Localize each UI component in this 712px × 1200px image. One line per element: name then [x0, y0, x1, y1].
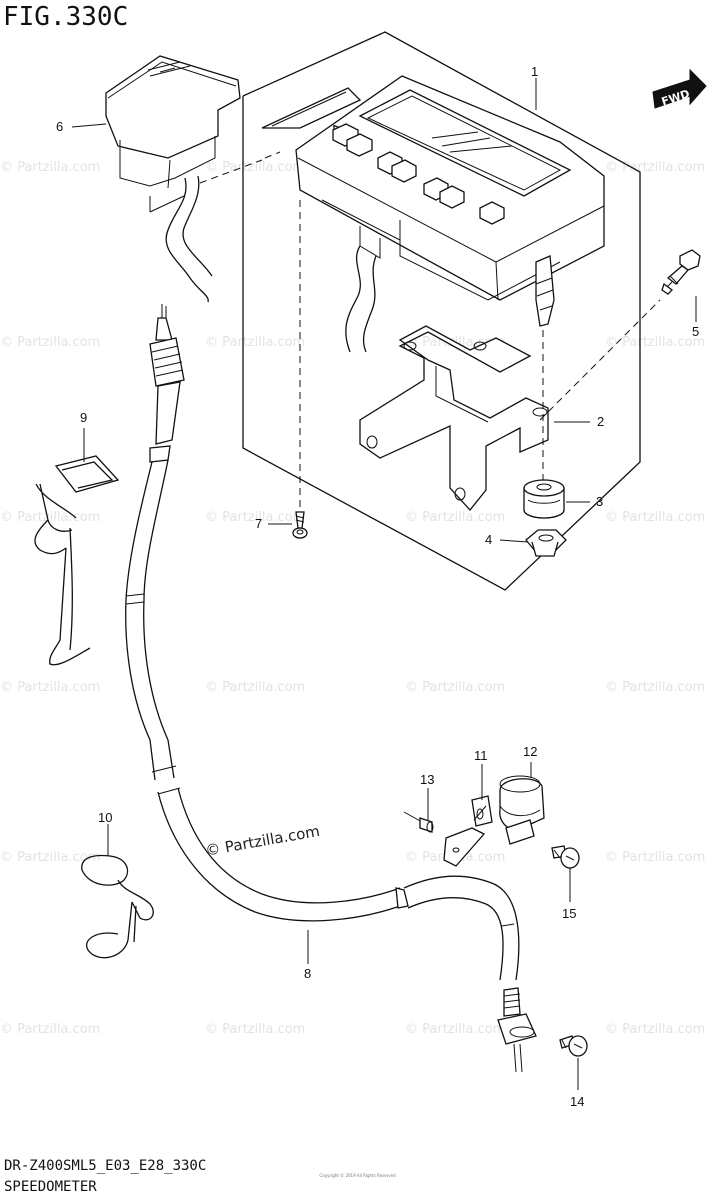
bolt-part-5 [661, 249, 701, 295]
wire-clamp-part-9 [34, 455, 120, 666]
cover-part-6 [105, 55, 281, 303]
callout-6: 6 [56, 119, 64, 134]
copyright-notice: Copyright © 2019 All Rights Reserved [319, 1173, 396, 1178]
watermark-text: © Partzilla.com [0, 1022, 101, 1037]
section-name-label: SPEEDOMETER [4, 1179, 97, 1195]
speedometer-part-1 [261, 75, 605, 353]
watermark-text: © Partzilla.com [0, 680, 101, 695]
bracket-part-11 [443, 795, 493, 867]
callout-11: 11 [474, 748, 488, 763]
leader-lines [71, 78, 697, 1090]
watermark-text: © Partzilla.com [405, 1022, 506, 1037]
assembly-guide-lines [299, 200, 661, 512]
callout-12: 12 [523, 744, 538, 759]
watermark-text: © Partzilla.com [205, 1022, 306, 1037]
watermark-text: © Partzilla.com [0, 510, 101, 525]
watermark-text: © Partzilla.com [605, 850, 706, 865]
callout-3: 3 [596, 494, 604, 509]
speedometer-cable-part-8 [125, 304, 537, 1073]
callout-1: 1 [531, 64, 539, 79]
watermark-text: © Partzilla.com [605, 510, 706, 525]
callout-9: 9 [80, 410, 88, 425]
watermark-text: © Partzilla.com [405, 680, 506, 695]
watermark-text: © Partzilla.com [605, 680, 706, 695]
screw-part-14 [559, 1035, 588, 1057]
watermark-text: © Partzilla.com [0, 850, 101, 865]
model-code-label: DR-Z400SML5_E03_E28_330C [4, 1158, 207, 1174]
callout-13: 13 [420, 772, 435, 787]
watermark-text: © Partzilla.com [0, 160, 101, 175]
callout-8: 8 [304, 966, 312, 981]
callout-7: 7 [255, 516, 263, 531]
clamp-part-12 [499, 775, 545, 845]
callout-5: 5 [692, 324, 700, 339]
clamp-part-10 [81, 854, 154, 959]
watermark-text: © Partzilla.com [205, 680, 306, 695]
nut-part-4 [525, 529, 567, 557]
pin-part-13 [403, 811, 434, 833]
watermark-text: © Partzilla.com [205, 160, 306, 175]
assembly-box-outline [242, 31, 641, 591]
watermark-text: © Partzilla.com [605, 160, 706, 175]
watermark-text: © Partzilla.com [405, 510, 506, 525]
callout-2: 2 [597, 414, 605, 429]
callout-15: 15 [562, 906, 577, 921]
watermark-text: © Partzilla.com [605, 335, 706, 350]
grommet-part-3 [523, 479, 565, 519]
screw-part-7 [292, 511, 308, 539]
screw-part-15 [551, 845, 580, 869]
bracket-part-2 [359, 325, 549, 512]
watermark-text: © Partzilla.com [605, 1022, 706, 1037]
callout-14: 14 [570, 1094, 585, 1109]
fwd-arrow-icon: FWD [652, 68, 707, 109]
callout-10: 10 [98, 810, 113, 825]
watermark-text: © Partzilla.com [205, 335, 306, 350]
watermark-text: © Partzilla.com [0, 335, 101, 350]
figure-title: FIG.330C [3, 2, 129, 32]
watermark-text: © Partzilla.com [205, 510, 306, 525]
callout-4: 4 [485, 532, 493, 547]
